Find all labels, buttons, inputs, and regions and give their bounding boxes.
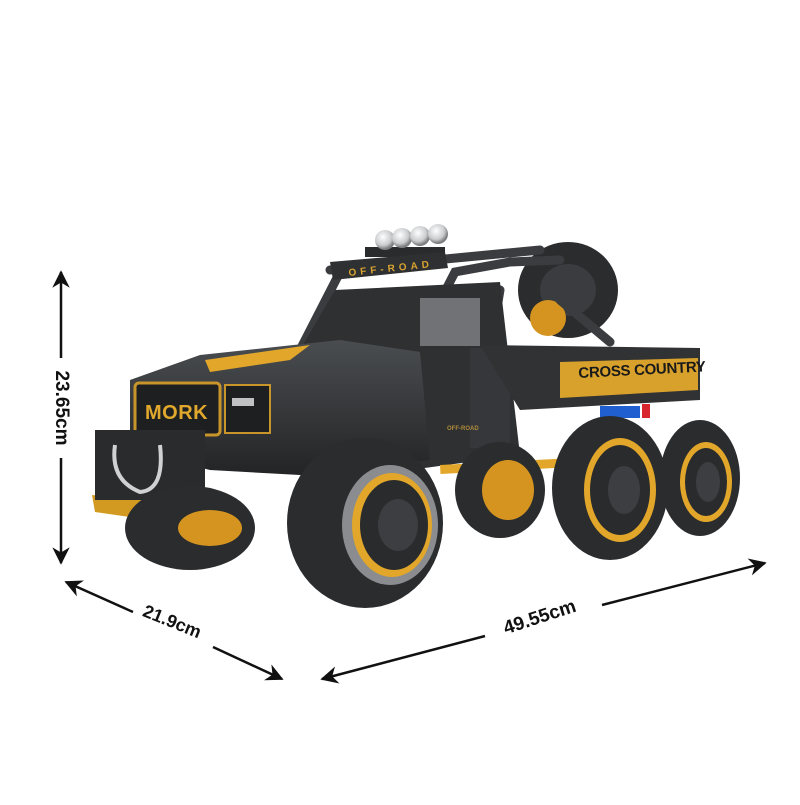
front-wheel-near (287, 438, 443, 608)
depth-arrow (64, 580, 284, 681)
tow-chain (112, 444, 163, 495)
spare-tire (518, 242, 618, 338)
rear-wheel-near (552, 416, 668, 560)
middle-wheel (455, 442, 545, 538)
height-dimension-label: 23.65cm (51, 370, 72, 446)
cross-country-panel (560, 358, 698, 398)
hood-stripe (205, 345, 310, 372)
headlight (224, 384, 271, 434)
headlight-lens (232, 398, 254, 406)
blue-part (600, 406, 640, 418)
front-wheel-far (125, 486, 255, 570)
length-arrow (320, 558, 767, 684)
grille-badge-text: MORK (145, 402, 209, 424)
red-part (642, 404, 650, 418)
cab-window (420, 298, 480, 346)
light-bar-panel (330, 252, 448, 280)
roof-light-bar (365, 224, 448, 257)
door-decal-text: OFF-ROAD (447, 426, 479, 432)
rear-wheel-far (660, 420, 740, 536)
